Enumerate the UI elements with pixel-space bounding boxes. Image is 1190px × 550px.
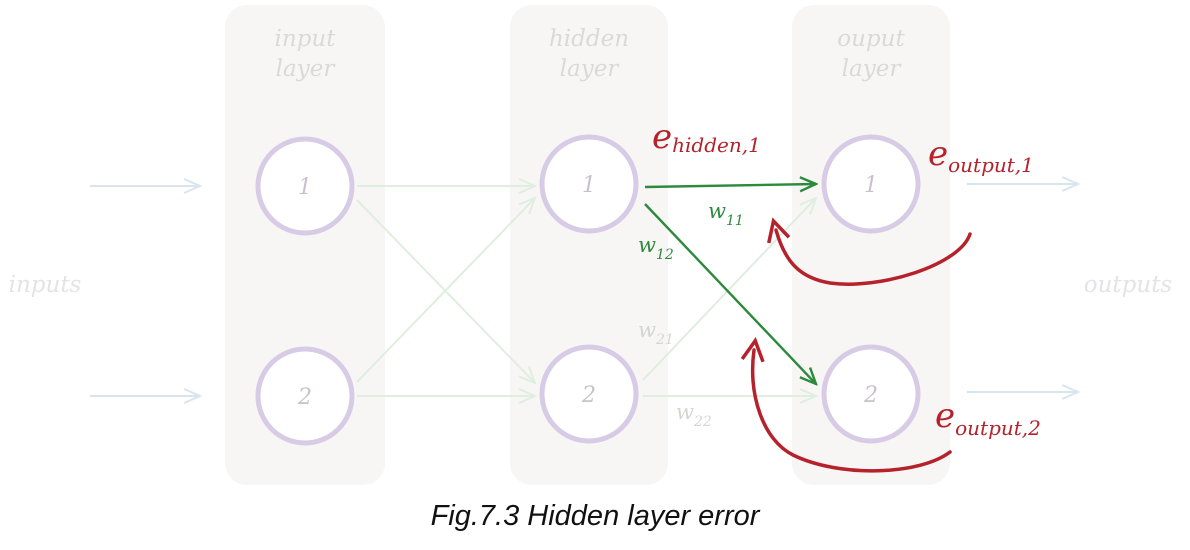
input-node-2-label: 2: [297, 385, 312, 410]
input-node-1-label: 1: [298, 175, 312, 200]
output-layer-title-2: layer: [842, 56, 903, 82]
weight-w11: w11: [708, 199, 744, 229]
hidden-node-1-label: 1: [582, 173, 596, 198]
network-diagram: input layer hidden layer ouput layer inp…: [8, 5, 1173, 485]
weight-w21: w21: [638, 318, 674, 348]
figure-caption: Fig.7.3 Hidden layer error: [430, 500, 760, 532]
link-hid1-out1: [644, 184, 816, 187]
error-output-2: eoutput,2: [935, 396, 1041, 440]
link-in1-hid2: [356, 199, 535, 383]
output-node-2: [821, 344, 921, 444]
input-node-1: [255, 136, 355, 236]
hidden-layer-title-1: hidden: [549, 26, 629, 52]
output-node-1: [821, 134, 921, 234]
inputs-label: inputs: [9, 272, 82, 298]
input-layer-title-1: input: [275, 26, 337, 52]
hidden-node-2-label: 2: [581, 383, 596, 408]
input-node-2: [255, 346, 355, 446]
backprop-curve-2: [740, 337, 952, 473]
hidden-layer-title-2: layer: [560, 56, 621, 82]
output-node-2-label: 2: [863, 383, 878, 408]
input-layer-title-2: layer: [276, 56, 337, 82]
output-layer-title-1: ouput: [837, 26, 905, 52]
hidden-node-2: [539, 344, 639, 444]
weight-w12: w12: [638, 233, 674, 263]
error-hidden-1: ehidden,1: [652, 117, 761, 157]
hidden-node-1: [539, 134, 639, 234]
link-in2-hid1: [356, 198, 535, 383]
output-node-1-label: 1: [864, 173, 878, 198]
error-output-1: eoutput,1: [928, 134, 1034, 177]
outputs-label: outputs: [1084, 272, 1173, 298]
input-layer-panel: [225, 5, 385, 485]
weight-w22: w22: [676, 400, 712, 430]
link-hid1-out2: [644, 203, 816, 384]
backprop-curve-1: [767, 217, 972, 286]
